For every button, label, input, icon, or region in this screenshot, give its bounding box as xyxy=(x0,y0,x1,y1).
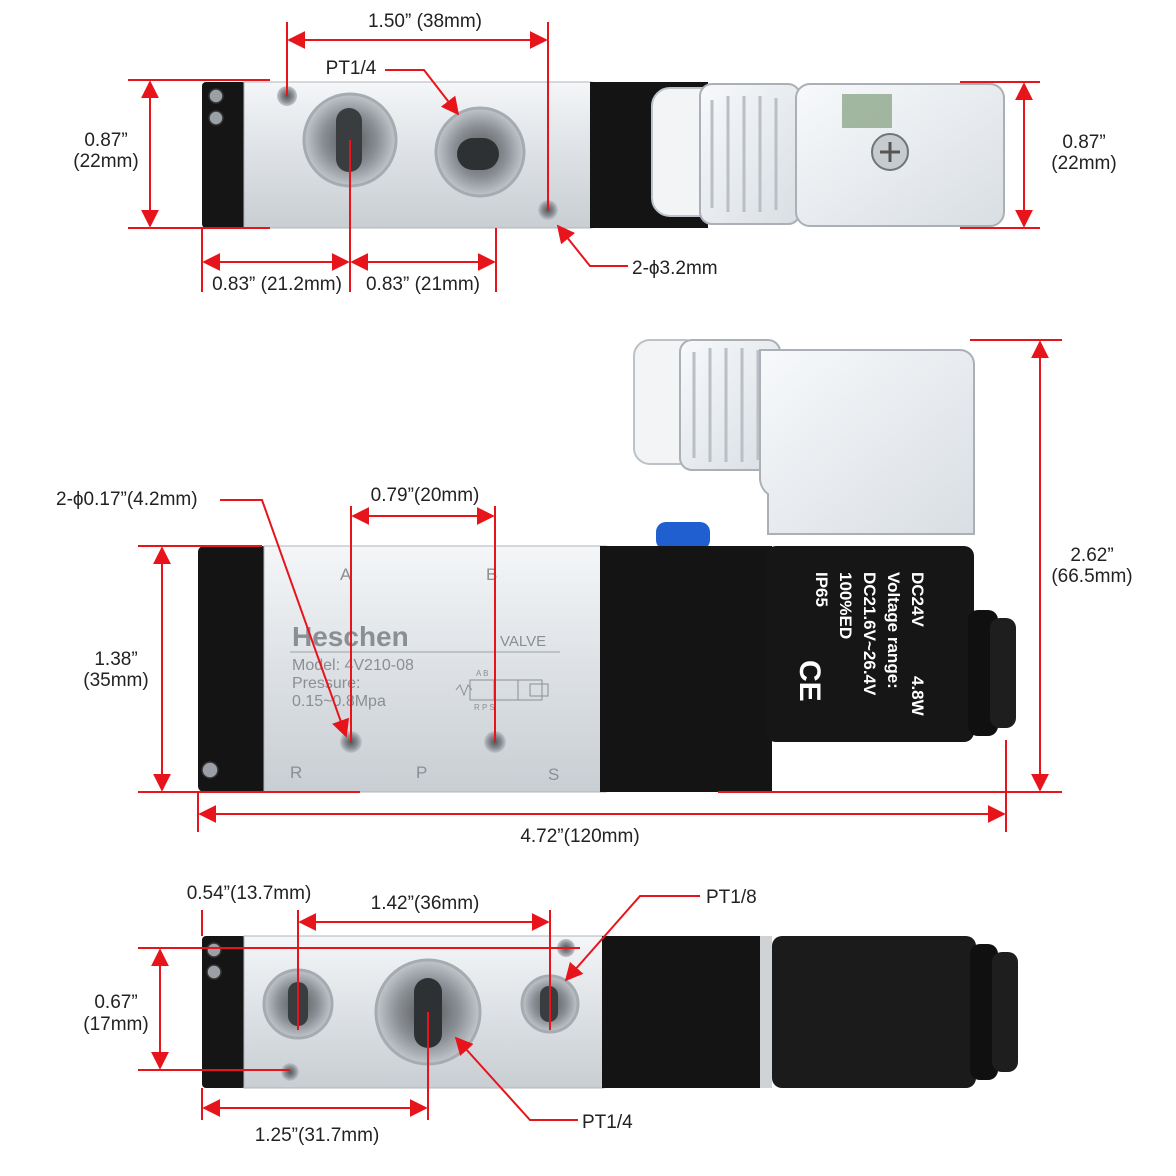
valve-body xyxy=(263,545,607,793)
center-port-label: PT1/4 xyxy=(582,1112,633,1133)
height-in: 0.67” xyxy=(94,992,137,1013)
screw-icon xyxy=(208,88,224,104)
svg-text:R P S: R P S xyxy=(474,703,495,712)
mount-hole xyxy=(281,1063,299,1081)
port-slot xyxy=(457,138,499,170)
cable-nut xyxy=(992,952,1018,1072)
dim-port-spacing: 1.50” (38mm) xyxy=(368,11,482,32)
model-engraving: Model: 4V210-08 xyxy=(292,657,414,674)
end-cap xyxy=(198,546,268,792)
dim-port-spacing: 1.42”(36mm) xyxy=(371,893,480,914)
cable-gland xyxy=(699,83,801,225)
screw-icon xyxy=(206,942,222,958)
screw-icon xyxy=(206,964,222,980)
end-cap xyxy=(202,936,246,1088)
coil-range-title: Voltage range: xyxy=(884,572,903,689)
pressure-engraving: Pressure: xyxy=(292,675,360,692)
coil-body xyxy=(600,546,772,792)
dim-left-offset: 0.54”(13.7mm) xyxy=(187,883,312,904)
cable-nut xyxy=(970,944,998,1080)
led-board xyxy=(842,94,892,128)
coil-voltage: DC24V xyxy=(908,572,927,627)
dim-hole-spacing: 0.79”(20mm) xyxy=(371,485,480,506)
coil-band xyxy=(760,936,772,1088)
total-height-mm: (66.5mm) xyxy=(1051,566,1132,587)
end-cap xyxy=(202,82,246,228)
pressure-range-engraving: 0.15~0.8Mpa xyxy=(292,693,386,710)
dim-mid-offset: 0.83” (21mm) xyxy=(366,274,480,295)
coil-power: 4.8W xyxy=(908,676,927,717)
total-height-in: 2.62” xyxy=(1070,545,1113,566)
front-view: A B Heschen VALVE Model: 4V210-08 Pressu… xyxy=(56,339,1140,847)
port-a-label: A xyxy=(340,565,352,584)
height-left-in: 0.87” xyxy=(84,130,127,151)
coil-range: DC21.6V~26.4V xyxy=(860,572,879,696)
small-port-label: PT1/8 xyxy=(706,887,757,908)
port-s-label: S xyxy=(548,765,559,784)
dim-left-offset: 0.83” (21.2mm) xyxy=(212,274,342,295)
top-view: 1.50” (38mm) PT1/4 0.87” (22mm) 0.87” (2… xyxy=(66,11,1144,295)
cable-nut xyxy=(990,618,1016,728)
coil-duty: 100%ED xyxy=(836,572,855,639)
height-left-mm: (22mm) xyxy=(73,151,138,172)
manual-override-button xyxy=(656,522,710,550)
port-label: PT1/4 xyxy=(326,58,377,79)
height-mm: (17mm) xyxy=(83,1014,148,1035)
svg-text:A B: A B xyxy=(476,669,488,678)
total-length: 4.72”(120mm) xyxy=(520,826,639,847)
coil-sleeve xyxy=(772,936,976,1088)
coil-label-block xyxy=(766,546,974,742)
valve-engraving: VALVE xyxy=(500,633,546,650)
port-p-label: P xyxy=(416,763,427,782)
ce-mark: CE xyxy=(793,660,826,702)
mount-holes-label: 2-ϕ3.2mm xyxy=(632,258,718,279)
height-mm: (35mm) xyxy=(83,670,148,691)
height-right-in: 0.87” xyxy=(1062,132,1105,153)
port-r-label: R xyxy=(290,763,302,782)
coil-body xyxy=(602,936,762,1088)
screw-icon xyxy=(201,761,219,779)
dim-center-offset: 1.25”(31.7mm) xyxy=(255,1125,380,1146)
valve-body xyxy=(243,81,593,229)
screw-icon xyxy=(208,110,224,126)
holes-label: 2-ϕ0.17”(4.2mm) xyxy=(56,489,198,510)
port-b-label: B xyxy=(486,565,497,584)
connector-housing xyxy=(759,349,975,535)
height-in: 1.38” xyxy=(94,649,137,670)
bottom-view: 0.54”(13.7mm) 1.42”(36mm) PT1/8 0.67” (1… xyxy=(80,883,1018,1146)
height-right-mm: (22mm) xyxy=(1051,153,1116,174)
coil-rating: IP65 xyxy=(812,572,831,607)
